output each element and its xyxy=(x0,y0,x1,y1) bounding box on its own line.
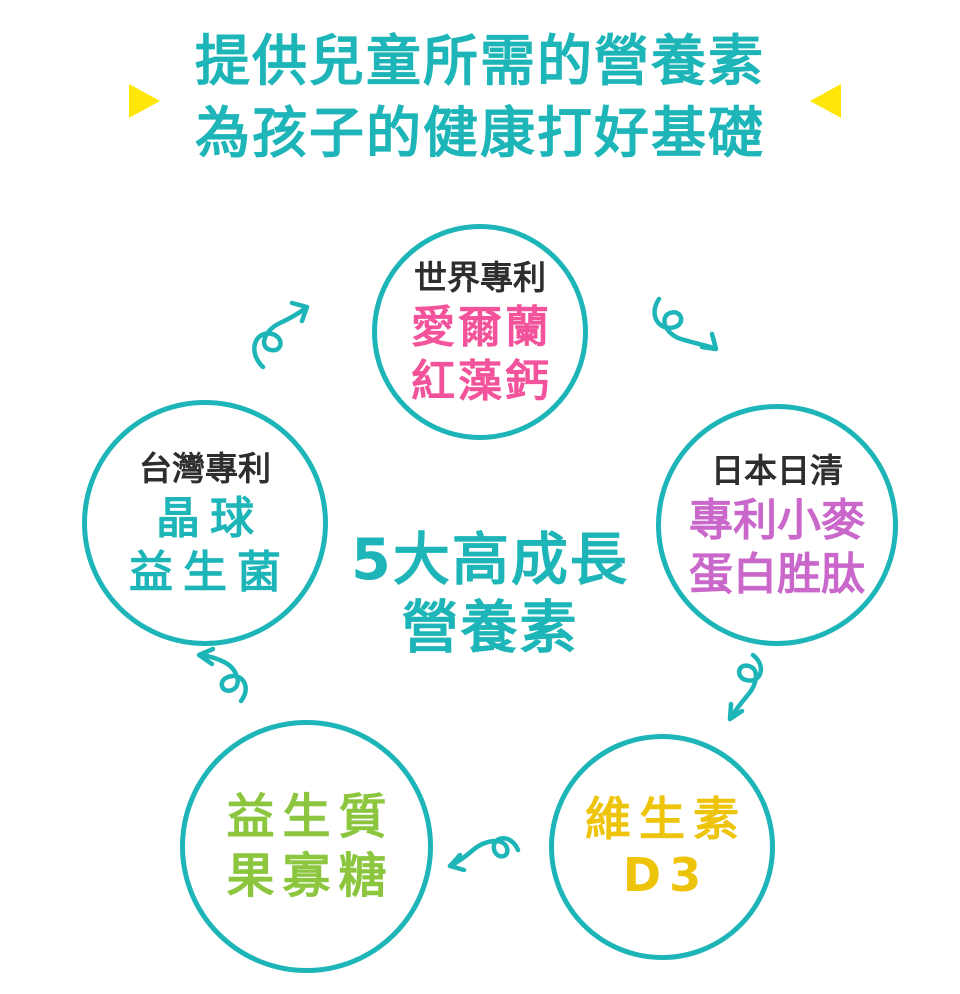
curl-arrow-right-to-bottom-icon xyxy=(727,652,764,722)
center-title-line-2: 營養素 xyxy=(401,595,579,662)
circle-bottomleft-line-1: 益生質 xyxy=(226,788,395,845)
circle-left-label: 台灣專利 xyxy=(139,449,271,489)
right-triangle-icon xyxy=(810,84,841,118)
header-line-2: 為孩子的健康打好基礎 xyxy=(194,100,765,165)
circle-nisshin-wheat-peptide: 日本日清 專利小麥 蛋白胜肽 xyxy=(656,404,898,646)
circle-vitamin-d3: 維生素 D3 xyxy=(549,734,775,960)
curl-arrow-bottomright-to-bottomleft-icon xyxy=(447,836,521,873)
curl-arrow-top-to-right-icon xyxy=(652,296,719,352)
circle-left-line-1: 晶球 xyxy=(156,493,264,545)
circle-left-line-2: 益生菌 xyxy=(129,547,291,599)
circle-top-label: 世界專利 xyxy=(414,258,546,298)
circle-right-line-2: 蛋白胜肽 xyxy=(689,549,865,601)
circle-bottomright-line-2: D3 xyxy=(622,848,710,902)
left-triangle-icon xyxy=(129,84,160,118)
circle-right-line-1: 專利小麥 xyxy=(689,495,865,547)
circle-bottomright-line-1: 維生素 xyxy=(585,791,747,846)
circle-top-line-1: 愛爾蘭 xyxy=(411,302,552,354)
header: 提供兒童所需的營養素 為孩子的健康打好基礎 xyxy=(0,26,960,169)
circle-world-patent-red-algae-calcium: 世界專利 愛爾蘭 紅藻鈣 xyxy=(372,224,588,440)
circle-taiwan-patent-probiotics: 台灣專利 晶球 益生菌 xyxy=(82,400,328,646)
curl-arrow-bottomleft-to-left-icon xyxy=(196,646,248,704)
circle-top-line-2: 紅藻鈣 xyxy=(411,356,552,408)
circle-right-label: 日本日清 xyxy=(711,451,843,491)
circle-bottomleft-line-2: 果寡糖 xyxy=(226,847,395,904)
header-line-1: 提供兒童所需的營養素 xyxy=(194,29,765,93)
circle-prebiotic-fos: 益生質 果寡糖 xyxy=(180,720,433,973)
curl-arrow-left-to-top-icon xyxy=(252,300,310,370)
center-title-line-1: 5大高成長 xyxy=(351,527,629,593)
center-title: 5大高成長 營養素 xyxy=(330,526,650,663)
